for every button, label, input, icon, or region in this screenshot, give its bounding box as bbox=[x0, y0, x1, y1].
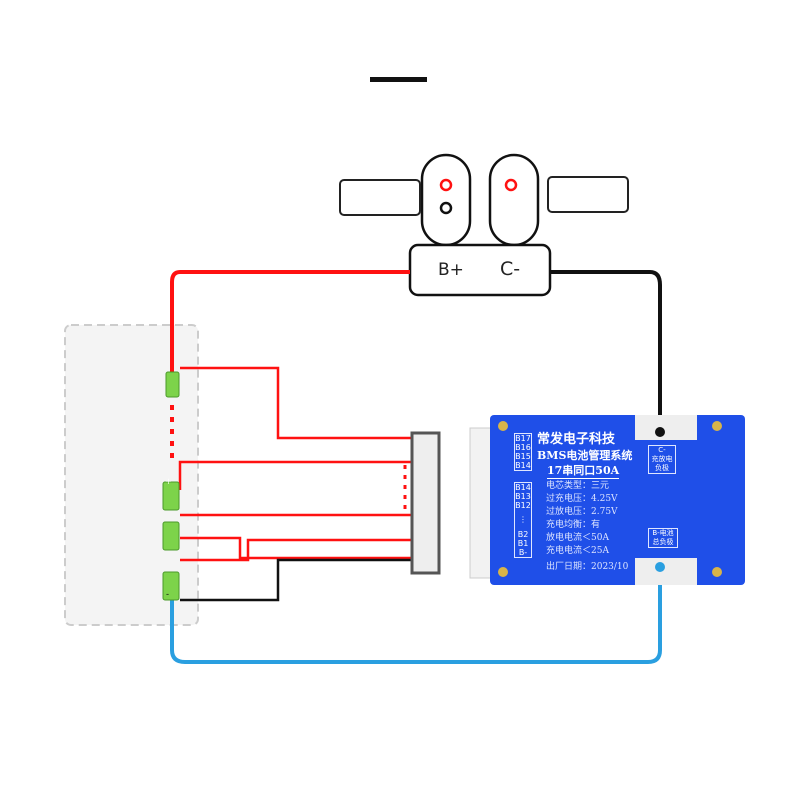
b-wire-end bbox=[655, 562, 665, 572]
screw-holes bbox=[498, 421, 722, 577]
bms-specs: 电芯类型：三元 过充电压：4.25V 过放电压：2.75V 充电均衡：有 放电电… bbox=[546, 480, 618, 558]
black-c-wire bbox=[550, 270, 662, 430]
spec-item: 过放电压：2.75V bbox=[546, 507, 618, 517]
pin-label: B16 bbox=[515, 443, 531, 452]
bms-board bbox=[490, 415, 745, 585]
output-connector bbox=[408, 243, 552, 297]
bms-side-connector bbox=[469, 427, 493, 579]
pin-label: B15 bbox=[515, 452, 531, 461]
c-wire-end bbox=[655, 427, 665, 437]
cell-plus: + bbox=[165, 477, 172, 486]
pin-label: B12 bbox=[515, 501, 531, 510]
blue-b-wire bbox=[170, 570, 662, 664]
cell-minus: - bbox=[166, 590, 170, 600]
bms-title: BMS电池管理系统 bbox=[537, 449, 633, 462]
pin-label: ⋮ bbox=[519, 515, 527, 524]
spec-item: 充电均衡：有 bbox=[546, 520, 601, 530]
pin-label: B2 bbox=[517, 530, 529, 539]
pin-label: B- bbox=[518, 548, 528, 557]
spec-item: 电芯类型：三元 bbox=[546, 481, 610, 491]
balance-wires bbox=[178, 366, 412, 602]
spec-item: 放电电流＜50A bbox=[546, 533, 609, 543]
bms-model: 17串同口50A bbox=[547, 464, 620, 479]
red-main-wire bbox=[170, 270, 410, 375]
plug-right bbox=[488, 153, 540, 247]
pin-label: B13 bbox=[515, 492, 531, 501]
bms-brand: 常发电子科技 bbox=[537, 432, 616, 447]
battery-cells bbox=[162, 371, 180, 601]
pin-label: B14 bbox=[515, 483, 531, 492]
cable-left bbox=[339, 179, 421, 216]
pin-label: B17 bbox=[515, 434, 531, 443]
plug-left-black-terminal bbox=[439, 201, 453, 215]
c-minus-label: C- 充放电 负极 bbox=[648, 445, 676, 474]
c-pad bbox=[635, 415, 697, 440]
plug-left bbox=[420, 153, 472, 247]
plug-left-red-terminal bbox=[439, 178, 453, 192]
bms-date: 出厂日期：2023/10 bbox=[546, 562, 629, 572]
top-dash bbox=[370, 77, 427, 82]
cable-right bbox=[547, 176, 629, 213]
pin-label: B1 bbox=[517, 539, 529, 548]
balance-connector bbox=[410, 431, 441, 575]
connector-left-label: B+ bbox=[438, 260, 464, 280]
spec-item: 过充电压：4.25V bbox=[546, 494, 618, 504]
b-minus-label: B-电池 总负极 bbox=[648, 528, 678, 548]
spec-item: 充电电流＜25A bbox=[546, 546, 609, 556]
plug-right-red-terminal bbox=[504, 178, 518, 192]
b-pad bbox=[635, 558, 697, 585]
pin-label: B14 bbox=[515, 461, 531, 470]
connector-right-label: C- bbox=[500, 258, 521, 280]
